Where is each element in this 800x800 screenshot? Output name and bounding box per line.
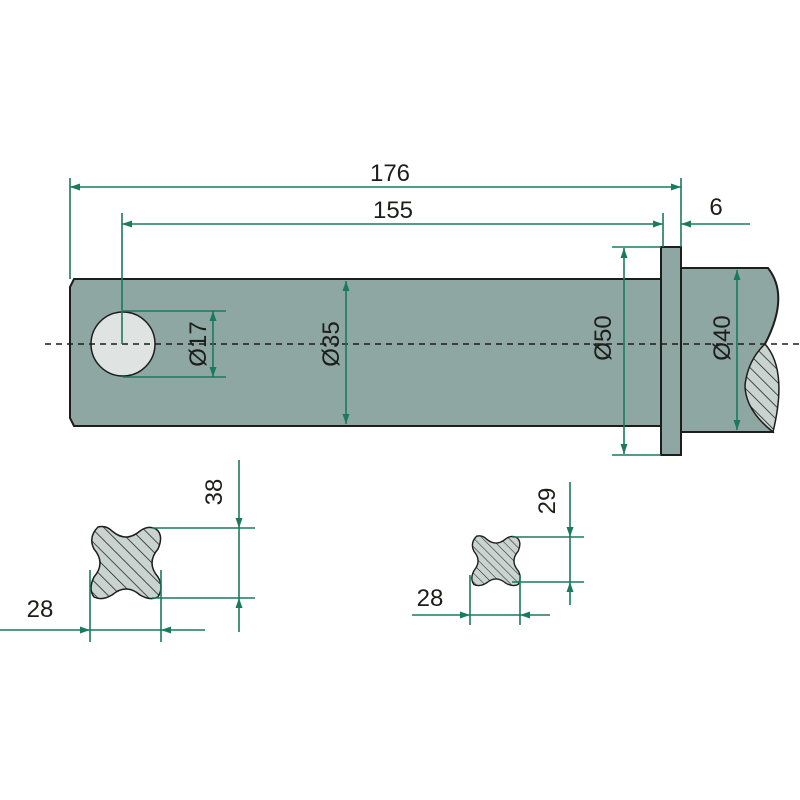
dim-overall-length: 176 xyxy=(69,160,682,279)
flange-diameter-label: Ø50 xyxy=(590,315,617,360)
section2-height-label: 29 xyxy=(534,488,561,515)
dim-flange-diameter: Ø50 xyxy=(590,246,661,456)
cross-section-small: 29 28 xyxy=(412,482,584,625)
dim-shaft-diameter: Ø35 xyxy=(318,281,350,424)
break-section xyxy=(744,342,780,434)
flange xyxy=(660,246,682,456)
section1-width-label: 28 xyxy=(27,596,54,623)
hole-diameter-label: Ø17 xyxy=(185,321,212,366)
overall-length-label: 176 xyxy=(370,160,410,187)
dim-rear-diameter: Ø40 xyxy=(709,270,741,430)
hole-distance-label: 155 xyxy=(373,197,413,224)
flange-thickness-label: 6 xyxy=(709,194,722,221)
dim-flange-thickness: 6 xyxy=(681,194,750,228)
rear-diameter-label: Ø40 xyxy=(709,315,736,360)
section2-width-label: 28 xyxy=(417,585,444,612)
cross-section-large: 38 28 xyxy=(0,460,255,642)
pin-body xyxy=(45,246,800,456)
section1-height-label: 38 xyxy=(201,479,228,506)
dim-hole-diameter: Ø17 xyxy=(123,310,226,378)
main-shaft xyxy=(69,278,664,427)
dim-hole-distance: 155 xyxy=(121,197,664,344)
shaft-diameter-label: Ø35 xyxy=(318,321,345,366)
